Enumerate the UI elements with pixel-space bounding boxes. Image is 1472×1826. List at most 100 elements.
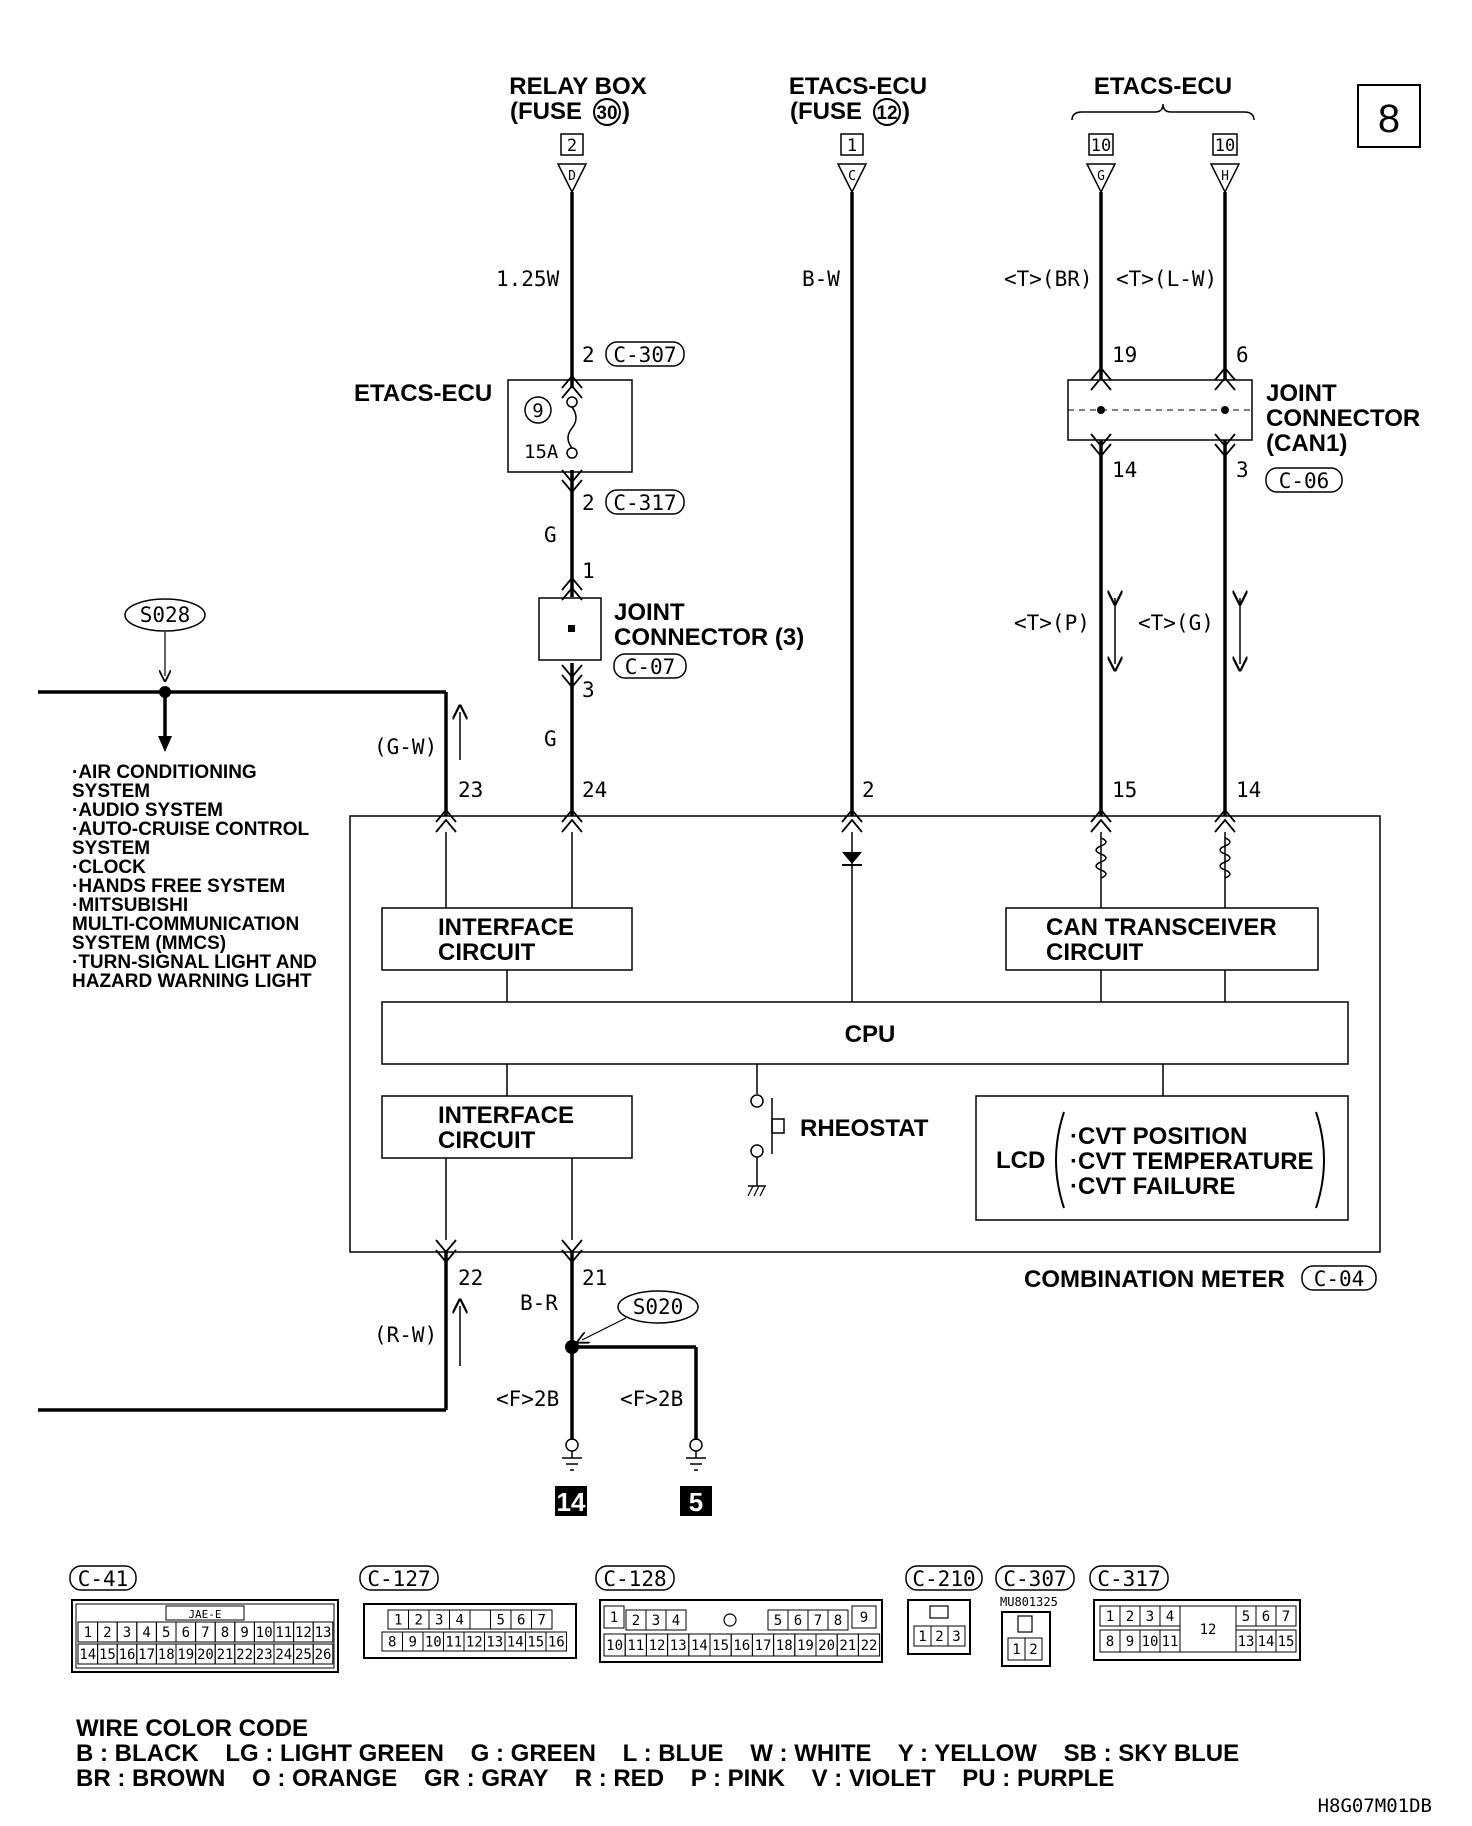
- color-code-line2: BR : BROWN O : ORANGE GR : GRAY R : RED …: [76, 1765, 1114, 1792]
- wire-label-can-g: <T>(G): [1138, 611, 1214, 635]
- system-line: SYSTEM: [72, 781, 150, 802]
- pin-number: 13: [486, 1635, 503, 1651]
- pin-number: 10: [1142, 1634, 1159, 1650]
- pin-number: 8: [1106, 1634, 1114, 1650]
- color-code-title: WIRE COLOR CODE: [76, 1715, 308, 1742]
- pin-cell: [947, 1625, 966, 1647]
- pin-cell: [312, 1621, 334, 1643]
- splice-s020: S020: [582, 1290, 699, 1340]
- pin-cell: [469, 1609, 491, 1630]
- pin-number: 20: [197, 1647, 214, 1663]
- relay-box-fuse-circle: [593, 98, 621, 126]
- connector-key: [723, 1613, 737, 1627]
- pin-number: 1: [84, 1625, 92, 1641]
- etacs-fuse-block: 2 C-307 ETACS-ECU 9 15A 2 C-317: [354, 341, 685, 515]
- etacs-fuse-number: 12: [876, 103, 897, 124]
- pin-cell: [1024, 1637, 1043, 1661]
- etacs-fuse-pin: C: [848, 169, 856, 184]
- pin-number: 1: [610, 1610, 618, 1626]
- pin-cell: [1275, 1605, 1297, 1627]
- relay-box-label: RELAY BOX: [509, 73, 646, 100]
- wire-label-can-br: <T>(BR): [1004, 267, 1093, 291]
- fuse-amp: 15A: [524, 441, 559, 463]
- pin-number: 8: [388, 1635, 396, 1651]
- etacs-can-right-pin: H: [1221, 169, 1229, 184]
- pin-cell: [545, 1631, 567, 1652]
- can1-pin-19: 19: [1112, 343, 1137, 367]
- meter-pin-24: 24: [582, 778, 607, 802]
- etacs-fuse-close: ): [902, 98, 910, 125]
- wire-label-r-w: (R-W): [374, 1323, 437, 1347]
- etacs-can-right-box: 10: [1215, 136, 1235, 156]
- wire-label-can-lw: <T>(L-W): [1116, 267, 1217, 291]
- wire-label-ground-right: <F>2B: [620, 1387, 683, 1411]
- pin-number: 11: [275, 1625, 292, 1641]
- pin-number: 5: [1242, 1609, 1250, 1625]
- pin-number: 4: [1166, 1609, 1174, 1625]
- fuse-block-in-pin: 2: [582, 343, 595, 367]
- pin-number: 8: [221, 1625, 229, 1641]
- pin-number: 3: [435, 1613, 443, 1629]
- splice-s028-id: S028: [140, 603, 191, 627]
- etacs-fuse-box-no: 1: [847, 136, 857, 156]
- etacs-fuse-prefix: (FUSE: [790, 98, 862, 125]
- pin-number: 6: [517, 1613, 525, 1629]
- meter-pin-2: 2: [862, 778, 875, 802]
- can-trans-line2: CIRCUIT: [1046, 939, 1144, 966]
- pin-number: 12: [466, 1635, 483, 1651]
- wire-label-1-25w: 1.25W: [496, 267, 560, 291]
- pin-number: 22: [236, 1647, 253, 1663]
- pin-cell: [312, 1643, 334, 1665]
- etacs-can-left-box: 10: [1091, 136, 1111, 156]
- system-line: MULTI-COMMUNICATION: [72, 914, 299, 935]
- pin-number: 13: [1238, 1634, 1255, 1650]
- pin-cell: [857, 1633, 881, 1657]
- pin-number: 7: [1282, 1609, 1290, 1625]
- pin-number: 2: [415, 1613, 423, 1629]
- pin-cell: [603, 1605, 625, 1629]
- can1-line2: CONNECTOR: [1266, 405, 1420, 432]
- pin-number: 14: [507, 1635, 524, 1651]
- relay-box-source: RELAY BOX (FUSE 30 ) 2 D: [509, 73, 647, 194]
- meter-pin-21: 21: [582, 1266, 607, 1290]
- pin-number: 4: [672, 1613, 680, 1629]
- meter-pin-23: 23: [458, 778, 483, 802]
- pin-number: 18: [776, 1638, 793, 1654]
- can-trans-line1: CAN TRANSCEIVER: [1046, 914, 1277, 941]
- pin-number: 22: [861, 1638, 878, 1654]
- pin-number: 15: [1278, 1634, 1295, 1650]
- pin-number: 1: [1012, 1642, 1020, 1658]
- pin-number: 15: [527, 1635, 544, 1651]
- pin-number: 18: [158, 1647, 175, 1663]
- relay-box-fuse-number: 30: [596, 103, 617, 124]
- pin-number: 4: [142, 1625, 150, 1641]
- relay-box-fuse-close: ): [622, 98, 630, 125]
- pin-number: 14: [1258, 1634, 1275, 1650]
- pin-number: 3: [952, 1629, 960, 1645]
- wire-label-can-p: <T>(P): [1014, 611, 1090, 635]
- pin-number: 10: [256, 1625, 273, 1641]
- wires: [38, 192, 1227, 1440]
- interface2-line1: INTERFACE: [438, 1102, 574, 1129]
- pin-number: 9: [860, 1610, 868, 1626]
- pin-number: 19: [797, 1638, 814, 1654]
- c128-name: C-128: [603, 1567, 666, 1591]
- c307-part: MU801325: [1000, 1595, 1058, 1609]
- pin-number: 8: [834, 1613, 842, 1629]
- pin-number: 2: [632, 1613, 640, 1629]
- pin-number: 7: [814, 1613, 822, 1629]
- pin-number: 17: [138, 1647, 155, 1663]
- pin-number: 12: [295, 1625, 312, 1641]
- joint-connector-3: 1 JOINT CONNECTOR (3) C-07 3: [538, 559, 804, 702]
- combination-meter: 23 24 2 15 14 INTERFACE CIRCUIT CAN TRAN…: [349, 778, 1381, 1293]
- c41-name: C-41: [78, 1567, 129, 1591]
- wire-label-g1: G: [544, 523, 557, 547]
- system-line: ·HANDS FREE SYSTEM: [72, 876, 285, 897]
- can1-pin-3: 3: [1236, 458, 1249, 482]
- rheostat-label: RHEOSTAT: [800, 1115, 929, 1142]
- pin-cell: [1275, 1629, 1297, 1653]
- pin-number: 13: [670, 1638, 687, 1654]
- etacs-fuse12-source: ETACS-ECU (FUSE 12 ) 1 C: [789, 73, 927, 194]
- pin-number: 1: [918, 1629, 926, 1645]
